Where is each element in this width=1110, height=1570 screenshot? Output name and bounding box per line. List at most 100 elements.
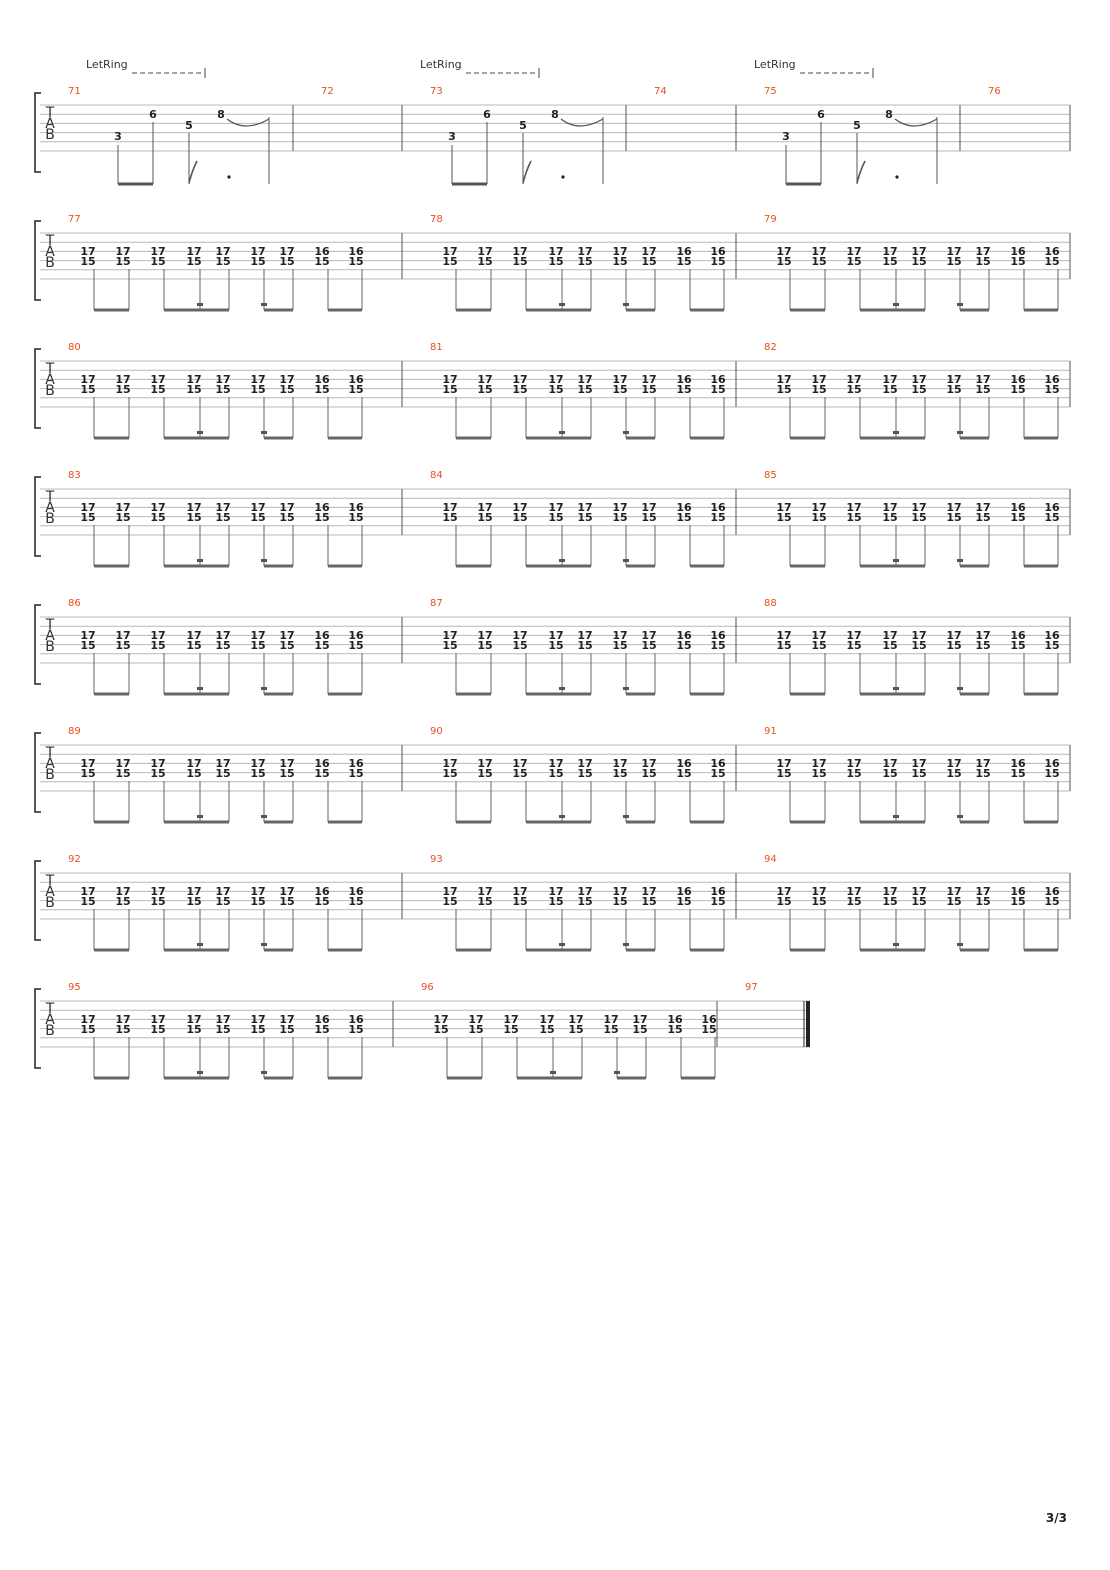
fret-number: 15 [776,639,791,652]
fret-number: 16 [676,629,692,642]
fret-number: 15 [477,767,492,780]
fret-number: 15 [641,639,656,652]
tie-arc [560,118,604,127]
rest-mark [197,303,203,306]
fret-number: 15 [150,639,165,652]
fret-number: 17 [946,245,961,258]
fret-number: 17 [776,501,791,514]
fret-number: 15 [442,511,457,524]
fret-number: 15 [882,255,897,268]
rest-mark [261,303,267,306]
tab-clef-letter: B [45,511,55,527]
fret-number: 15 [80,895,95,908]
fret-number: 16 [676,245,692,258]
fret-number: 15 [811,383,826,396]
measure-number: 91 [764,726,777,737]
fret-number: 17 [442,501,457,514]
fret-number: 16 [1010,245,1026,258]
rest-mark [893,943,899,946]
fret-number: 15 [1010,639,1025,652]
fret-number: 17 [215,757,230,770]
fret-number: 15 [250,255,265,268]
rest-mark [261,815,267,818]
measure-number: 95 [68,982,81,993]
fret-number: 17 [882,757,897,770]
fret-number: 17 [442,885,457,898]
rest-mark [197,431,203,434]
tab-clef-letter: T [45,617,55,633]
fret-number: 17 [186,245,201,258]
fret-number: 15 [433,1023,448,1036]
fret-number: 15 [548,255,563,268]
fret-number: 17 [548,757,563,770]
rest-mark [957,943,963,946]
fret-number: 17 [115,245,130,258]
fret-number: 15 [710,255,725,268]
fret-number: 15 [80,383,95,396]
note-flag [188,160,198,184]
fret-number: 17 [442,757,457,770]
fret-number: 17 [115,629,130,642]
fret-number: 15 [975,383,990,396]
fret-number: 15 [911,895,926,908]
fret-number: 17 [477,757,492,770]
rest-mark [261,1071,267,1074]
fret-number: 17 [548,885,563,898]
fret-number: 15 [1010,511,1025,524]
fret-number: 17 [215,629,230,642]
fret-number: 17 [882,885,897,898]
fret-number: 15 [186,767,201,780]
fret-number: 15 [186,511,201,524]
fret-number: 17 [186,885,201,898]
tab-clef-letter: A [45,1012,55,1028]
fret-number: 15 [548,511,563,524]
fret-number: 17 [250,373,265,386]
measure-number: 80 [68,342,81,353]
fret-number: 17 [911,885,926,898]
fret-number: 16 [710,629,726,642]
fret-number: 17 [115,757,130,770]
fret-number: 17 [603,1013,618,1026]
fret-number: 15 [911,639,926,652]
measure-number: 96 [421,982,434,993]
fret-number: 16 [1010,373,1026,386]
measure-number: 88 [764,598,777,609]
fret-number: 15 [612,895,627,908]
fret-number: 15 [186,383,201,396]
fret-number: 15 [215,511,230,524]
rest-mark [261,687,267,690]
measure-number: 81 [430,342,443,353]
fret-number: 15 [186,255,201,268]
rest-mark [957,559,963,562]
staff-bracket [34,348,41,429]
fret-number: 15 [150,383,165,396]
fret-number: 17 [150,373,165,386]
fret-number: 17 [882,629,897,642]
page-number: 3/3 [1045,1511,1067,1525]
fret-number: 16 [348,245,364,258]
rest-mark [559,303,565,306]
fret-number: 15 [676,767,691,780]
fret-number: 15 [946,383,961,396]
fret-number: 17 [477,373,492,386]
fret-number: 17 [150,501,165,514]
fret-number: 16 [1044,501,1060,514]
fret-number: 15 [468,1023,483,1036]
fret-number: 15 [603,1023,618,1036]
fret-number: 17 [577,629,592,642]
fret-number: 15 [811,639,826,652]
fret-number: 17 [442,245,457,258]
fret-number: 15 [215,1023,230,1036]
note-flag [522,160,532,184]
fret-number: 17 [548,373,563,386]
fret-number: 17 [811,757,826,770]
fret-number: 17 [975,501,990,514]
fret-number: 8 [885,108,893,121]
fret-number: 17 [150,757,165,770]
fret-number: 17 [846,885,861,898]
fret-number: 15 [115,383,130,396]
